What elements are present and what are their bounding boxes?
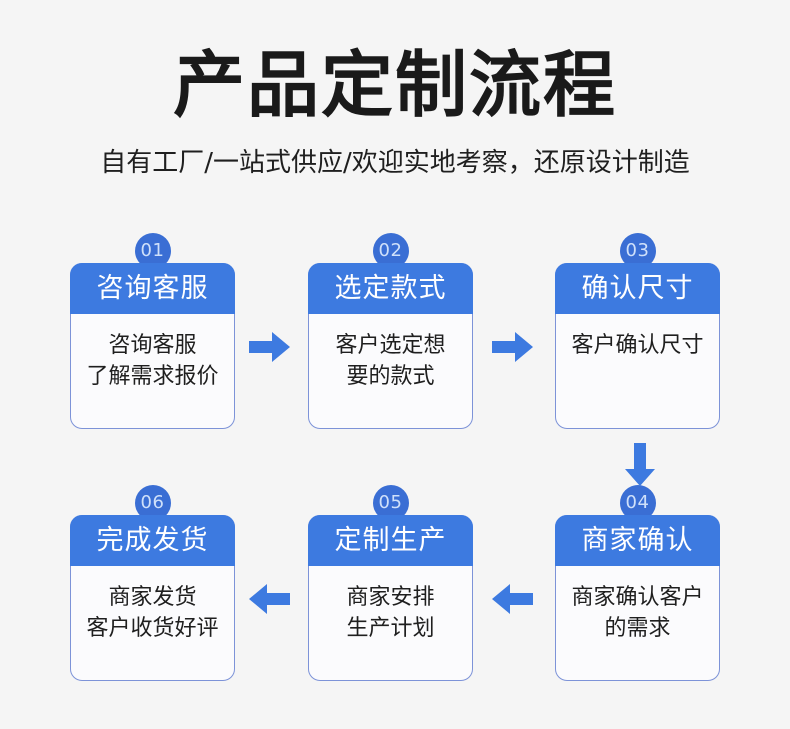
step-body-03: 客户确认尺寸 bbox=[556, 314, 719, 361]
page-title: 产品定制流程 bbox=[172, 43, 617, 127]
step-title-04: 商家确认 bbox=[555, 515, 720, 566]
step-body-06: 商家发货 客户收货好评 bbox=[71, 566, 234, 644]
step-body-line: 咨询客服 bbox=[108, 333, 197, 358]
step-body-01: 咨询客服 了解需求报价 bbox=[71, 314, 234, 392]
step-body-line: 商家发货 bbox=[108, 585, 197, 610]
step-title-01: 咨询客服 bbox=[70, 263, 235, 314]
step-body-line: 了解需求报价 bbox=[86, 364, 219, 389]
step-body-line: 客户收货好评 bbox=[86, 616, 219, 641]
step-card-02[interactable]: 02 选定款式 客户选定想 要的款式 bbox=[308, 233, 473, 429]
step-card-06[interactable]: 06 完成发货 商家发货 客户收货好评 bbox=[70, 485, 235, 681]
step-title-06: 完成发货 bbox=[70, 515, 235, 566]
arrow-left-icon bbox=[249, 582, 291, 616]
step-body-line: 商家确认客户 bbox=[571, 585, 704, 610]
arrow-right-icon bbox=[249, 330, 291, 364]
step-body-04: 商家确认客户 的需求 bbox=[556, 566, 719, 644]
arrow-down-icon bbox=[623, 443, 657, 487]
step-body-line: 的需求 bbox=[604, 616, 671, 641]
step-body-line: 商家安排 bbox=[346, 585, 435, 610]
step-body-line: 要的款式 bbox=[346, 364, 435, 389]
page-subtitle: 自有工厂/一站式供应/欢迎实地考察，还原设计制造 bbox=[100, 148, 690, 178]
step-title-02: 选定款式 bbox=[308, 263, 473, 314]
step-body-05: 商家安排 生产计划 bbox=[309, 566, 472, 644]
step-card-01[interactable]: 01 咨询客服 咨询客服 了解需求报价 bbox=[70, 233, 235, 429]
step-title-05: 定制生产 bbox=[308, 515, 473, 566]
step-card-04[interactable]: 04 商家确认 商家确认客户 的需求 bbox=[555, 485, 720, 681]
step-body-line: 生产计划 bbox=[346, 616, 435, 641]
step-card-03[interactable]: 03 确认尺寸 客户确认尺寸 bbox=[555, 233, 720, 429]
step-card-05[interactable]: 05 定制生产 商家安排 生产计划 bbox=[308, 485, 473, 681]
step-body-line: 客户选定想 bbox=[335, 333, 446, 358]
step-body-line: 客户确认尺寸 bbox=[571, 333, 704, 358]
arrow-left-icon bbox=[492, 582, 534, 616]
step-title-03: 确认尺寸 bbox=[555, 263, 720, 314]
arrow-right-icon bbox=[492, 330, 534, 364]
step-body-02: 客户选定想 要的款式 bbox=[309, 314, 472, 392]
